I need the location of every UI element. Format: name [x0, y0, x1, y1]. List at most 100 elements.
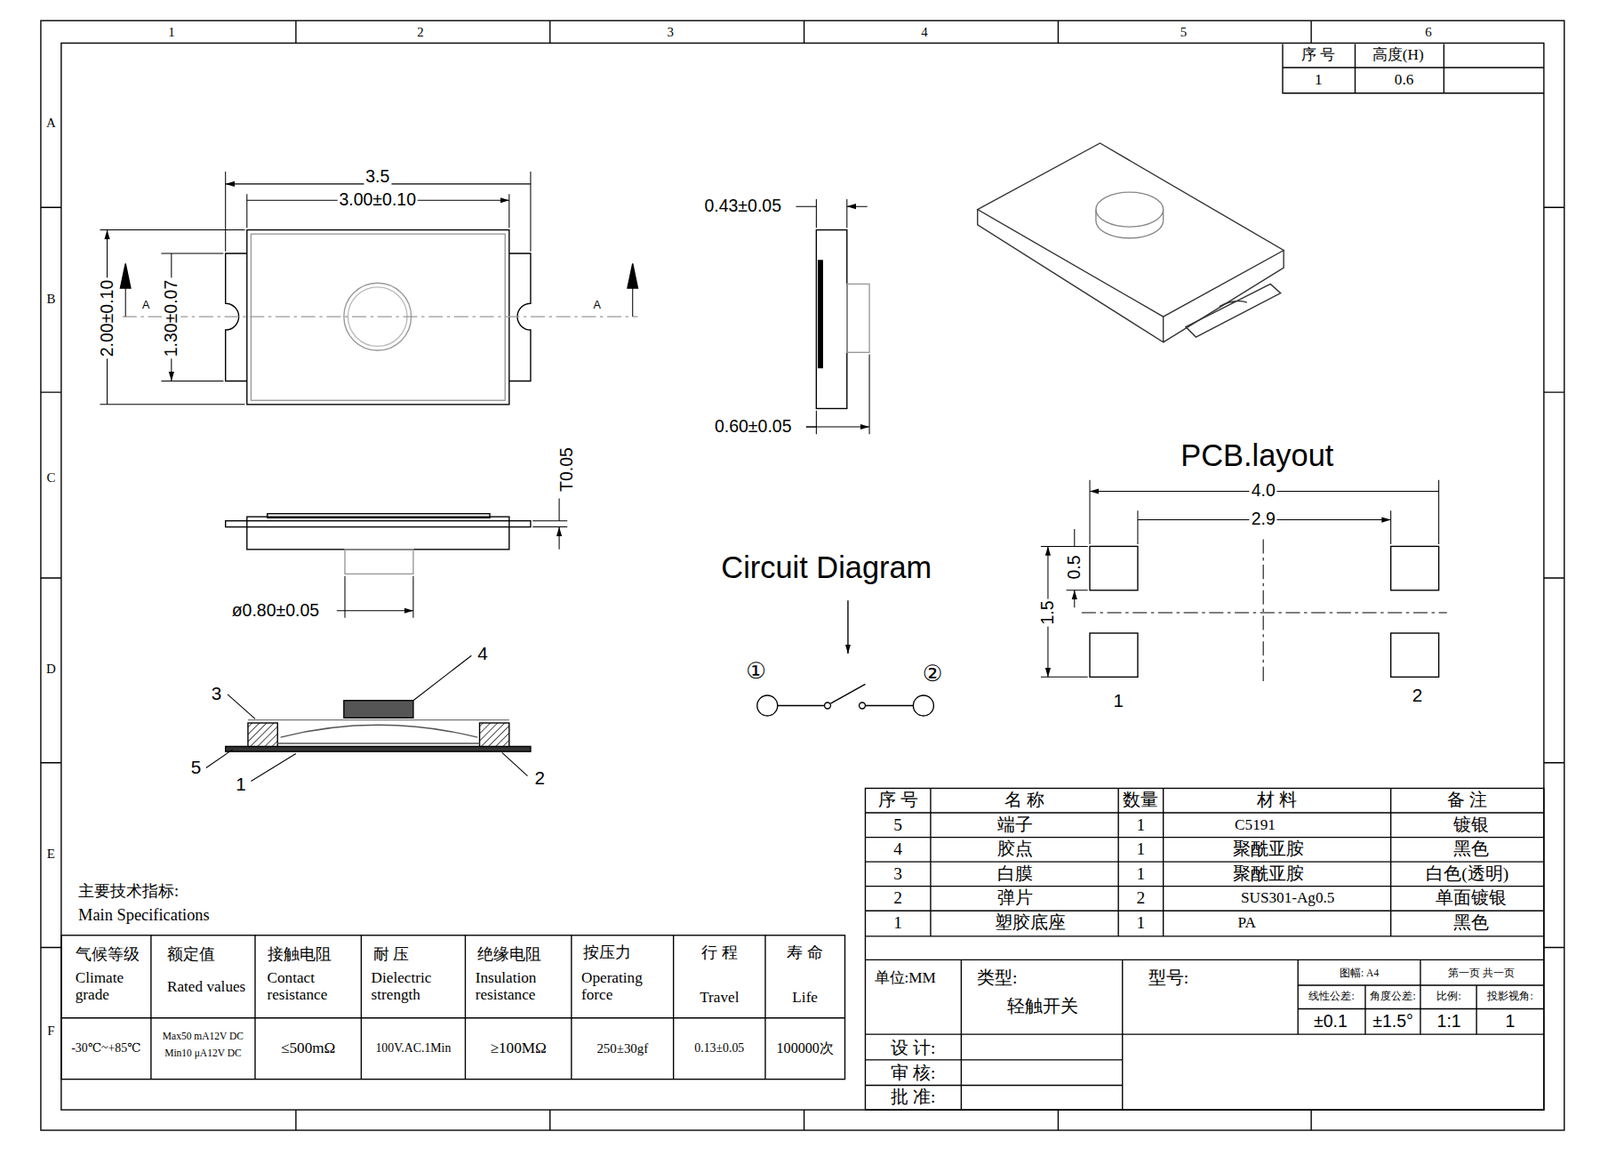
drawing-label: A — [44, 115, 58, 130]
drawing-label: 3 — [664, 24, 675, 39]
drawing-label: 1 — [1312, 71, 1325, 88]
drawing-label: 类型: — [975, 968, 1019, 987]
drawing-label: 1 — [1504, 1011, 1518, 1031]
drawing-label: 黑色 — [1451, 912, 1491, 932]
drawing-label: 角度公差: — [1368, 990, 1417, 1002]
drawing-label: 聚酰亚胺 — [1231, 864, 1306, 883]
drawing-label: 图幅: A4 — [1337, 967, 1381, 979]
drawing-label: 1 — [1135, 815, 1148, 834]
drawing-label: 单面镀银 — [1433, 888, 1509, 907]
drawing-label: ≥100MΩ — [488, 1040, 549, 1057]
drawing-label: Main Specifications — [76, 904, 212, 923]
drawing-label: 2 — [1410, 684, 1425, 705]
drawing-label: 绝缘电阻 — [475, 944, 544, 963]
drawing-label: 2 — [1135, 888, 1148, 907]
drawing-label: 接触电阻 — [265, 944, 334, 963]
drawing-label: Circuit Diagram — [719, 551, 934, 585]
drawing-label: 1 — [233, 773, 248, 794]
drawing-label: 2 — [891, 888, 904, 907]
drawing-label: 0.6 — [1392, 71, 1416, 88]
drawing-label: 行 程 — [699, 943, 740, 961]
drawing-label: 端子 — [995, 815, 1035, 834]
drawing-label: Climate grade — [73, 969, 155, 1004]
drawing-label: E — [45, 845, 57, 860]
drawing-label: Life — [790, 988, 820, 1006]
drawing-label: 5 — [189, 757, 204, 778]
drawing-label: ±0.1 — [1312, 1011, 1350, 1031]
drawing-label: 投影视角: — [1485, 990, 1535, 1002]
drawing-label: C5191 — [1232, 816, 1278, 833]
drawing-label: 0.13±0.05 — [692, 1040, 746, 1055]
drawing-label: 5 — [1178, 24, 1189, 39]
drawing-label: 名 称 — [1002, 790, 1047, 809]
drawing-label: 6 — [1423, 24, 1433, 39]
drawing-label: Insulation resistance — [473, 969, 572, 1004]
drawing-label: SUS301-Ag0.5 — [1239, 889, 1337, 907]
drawing-label: 1 — [1135, 912, 1148, 932]
drawing-label: 设 计: — [888, 1038, 937, 1057]
drawing-label: 100V.AC.1Min — [373, 1040, 453, 1055]
drawing-label: 250±30gf — [594, 1040, 650, 1056]
drawing-label: 耐 压 — [371, 944, 412, 963]
drawing-label: 4 — [919, 24, 929, 39]
drawing-label: 按压力 — [581, 943, 633, 961]
drawing-label: Travel — [697, 988, 741, 1006]
drawing-label: A — [591, 299, 602, 312]
drawing-label: PCB.layout — [1178, 439, 1336, 473]
drawing-label: 1 — [1135, 839, 1148, 858]
drawing-label: 白膜 — [995, 864, 1035, 883]
drawing-label: C — [44, 470, 57, 485]
drawing-label: 4 — [475, 642, 490, 664]
drawing-label: 弹片 — [995, 888, 1035, 907]
drawing-label: 1.5 — [1038, 598, 1057, 626]
drawing-label: 比例: — [1434, 990, 1463, 1002]
drawing-label: 2.00±0.10 — [97, 278, 117, 360]
drawing-label: 100000次 — [775, 1040, 836, 1056]
drawing-label: 塑胶底座 — [992, 912, 1068, 932]
drawing-label: D — [44, 661, 58, 676]
drawing-label: 1 — [166, 24, 176, 39]
drawing-label: 3.5 — [363, 167, 392, 186]
drawing-label: 数量 — [1120, 790, 1160, 809]
drawing-label: T0.05 — [558, 445, 577, 494]
drawing-label: 胶点 — [995, 839, 1035, 858]
drawing-label: 3 — [891, 864, 904, 883]
drawing-label: 0.60±0.05 — [712, 416, 794, 436]
drawing-label: 2 — [533, 767, 548, 788]
drawing-label: 序 号 — [1299, 47, 1337, 64]
drawing-label: 1:1 — [1435, 1011, 1464, 1031]
drawing-label: Operating force — [579, 969, 673, 1004]
drawing-label: Rated values — [165, 978, 255, 996]
drawing-label: 主要技术指标: — [76, 881, 181, 900]
drawing-label: 1 — [1135, 864, 1148, 883]
drawing-label: 轻触开关 — [1005, 996, 1080, 1016]
drawing-label: A — [140, 299, 152, 312]
drawing-label: 1 — [891, 912, 904, 932]
drawing-label: 2 — [415, 24, 425, 39]
drawing-label: 3.00±0.10 — [336, 190, 418, 209]
drawing-label: 聚酰亚胺 — [1231, 839, 1306, 858]
drawing-label: Contact resistance — [265, 969, 361, 1004]
drawing-label: 高度(H) — [1370, 47, 1426, 64]
drawing-label: 2.9 — [1249, 510, 1278, 529]
drawing-label: 型号: — [1146, 968, 1191, 987]
drawing-label: 4 — [891, 839, 904, 858]
drawing-label: 镀银 — [1451, 815, 1491, 834]
drawing-label: 1 — [1111, 689, 1126, 711]
drawing-label: F — [45, 1023, 56, 1038]
drawing-label: 备 注 — [1445, 790, 1489, 809]
drawing-label: Min10 μA12V DC — [162, 1046, 243, 1058]
drawing-label: 审 核: — [888, 1063, 937, 1082]
drawing-label: ø0.80±0.05 — [230, 600, 322, 620]
drawing-label: -30℃~+85℃ — [69, 1040, 143, 1055]
drawing-label: 白色(透明) — [1424, 864, 1511, 883]
drawing-label: 5 — [891, 815, 904, 834]
drawing-label: 1.30±0.07 — [161, 278, 181, 360]
drawing-label: B — [44, 291, 57, 306]
drawing-label: Dielectric strength — [369, 969, 465, 1004]
drawing-label: 4.0 — [1249, 480, 1278, 500]
drawing-label: ② — [920, 661, 945, 687]
drawing-label: 序 号 — [876, 790, 920, 809]
drawing-label: 单位:MM — [872, 968, 938, 986]
